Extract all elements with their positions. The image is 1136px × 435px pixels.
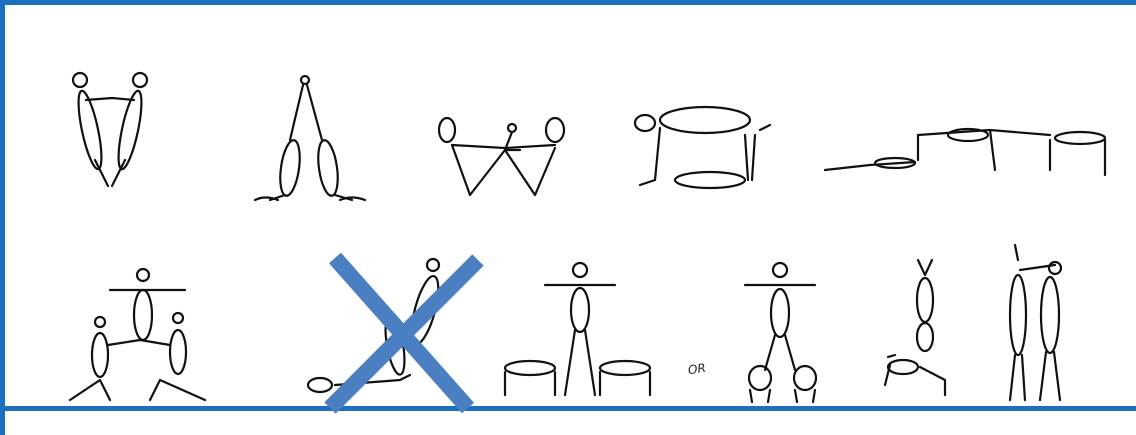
or-separator-label: OR: [687, 361, 707, 377]
pose-plank-chain: [825, 129, 1105, 175]
pose-pair-v-lean: [73, 73, 147, 186]
pose-stand-on-two-kneelers: [745, 263, 816, 402]
pose-handstand-on-back: [885, 260, 945, 395]
pose-pair-a-frame: [255, 76, 365, 200]
pose-stand-on-two-tables: [505, 263, 650, 395]
pose-three-person-kneel-support: [70, 269, 205, 400]
pose-table-bridge: [635, 107, 770, 188]
pose-pair-w-seated: [439, 118, 564, 195]
pose-pair-standing-reach: [1010, 245, 1061, 400]
pose-excluded: [308, 258, 478, 408]
